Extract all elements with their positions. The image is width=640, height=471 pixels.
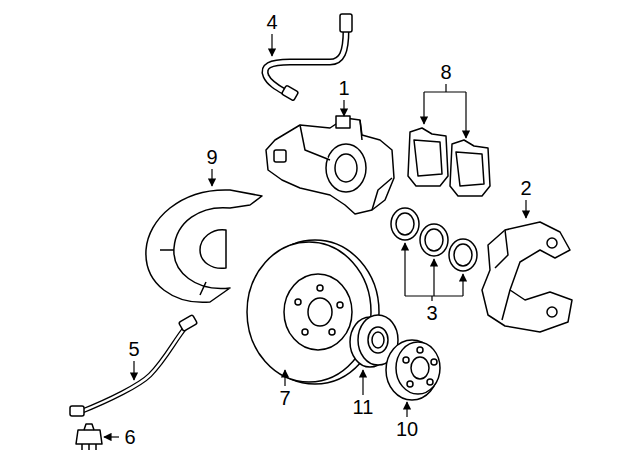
callout-number: 6 xyxy=(123,426,136,448)
callout-number: 2 xyxy=(519,177,532,199)
splash-shield xyxy=(146,190,262,302)
caliper-bracket xyxy=(482,222,572,332)
wheel-hub xyxy=(386,340,440,400)
callout-number: 8 xyxy=(439,61,452,83)
brake-caliper xyxy=(266,116,394,214)
leader-lines xyxy=(104,34,526,437)
callout-number: 11 xyxy=(352,396,375,418)
callout-number: 10 xyxy=(395,418,419,440)
callout-number: 7 xyxy=(278,387,291,409)
sensor-connector xyxy=(76,424,102,450)
callout-number: 9 xyxy=(205,146,218,168)
callout-number: 3 xyxy=(425,302,438,324)
wear-sensor xyxy=(70,315,197,416)
callout-number: 4 xyxy=(265,11,278,33)
callout-number: 1 xyxy=(337,77,350,99)
callout-number: 5 xyxy=(127,338,140,360)
brake-pads xyxy=(408,128,490,196)
